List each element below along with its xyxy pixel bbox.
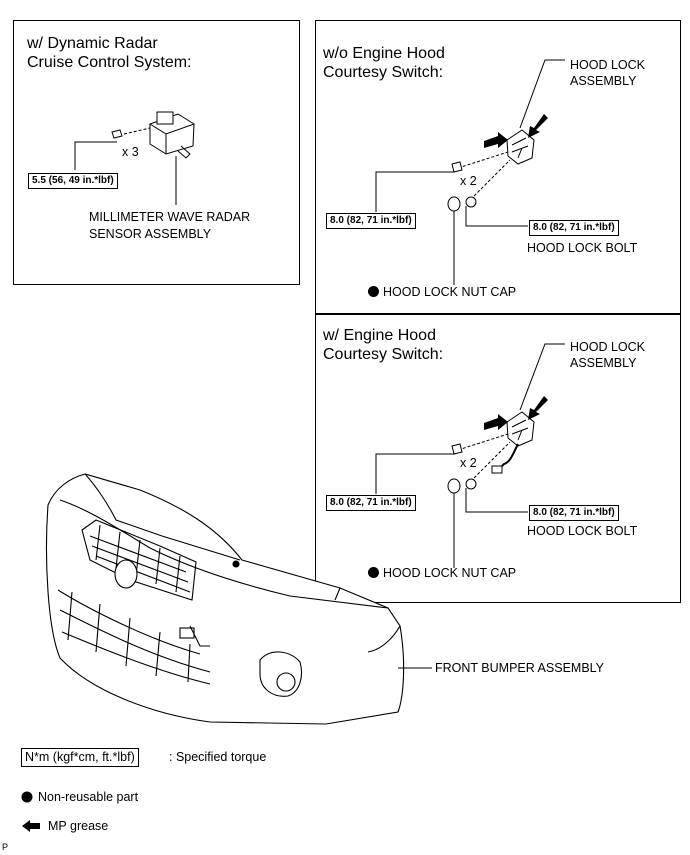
legend-nonreusable-text: Non-reusable part <box>38 790 139 804</box>
legend-nonreusable-dot <box>21 791 33 803</box>
torque-spec-left-1: 8.0 (82, 71 in.*lbf) <box>326 213 416 229</box>
assembly-guides-1 <box>457 151 511 197</box>
hood-lock-leader-2 <box>519 343 565 411</box>
radar-torque-spec: 5.5 (56, 49 in.*lbf) <box>28 173 118 189</box>
without-switch-title-line2: Courtesy Switch: <box>323 64 444 81</box>
grease-arrow-right-1 <box>528 114 548 138</box>
torque-spec-right-2: 8.0 (82, 71 in.*lbf) <box>529 505 619 521</box>
hood-lock-multiplier-1: x 2 <box>460 174 477 188</box>
hood-lock-drawing-1 <box>506 129 535 165</box>
nut-cap-label-1-text: HOOD LOCK NUT CAP <box>383 285 517 299</box>
nut-cap-icon-1 <box>447 196 461 212</box>
torque-spec-right-1: 8.0 (82, 71 in.*lbf) <box>529 220 619 236</box>
corner-mark: P <box>2 842 9 852</box>
grease-arrow-left-1 <box>484 132 508 148</box>
radar-sensor-drawing <box>123 111 195 159</box>
torque-right-leader-2 <box>465 488 528 513</box>
nut-cap-label-2: HOOD LOCK NUT CAP <box>368 566 516 581</box>
nut-cap-label-1: HOOD LOCK NUT CAP <box>368 285 516 300</box>
grease-arrow-left-2 <box>484 414 508 430</box>
hood-lock-bolt-label-1: HOOD LOCK BOLT <box>527 241 638 255</box>
nut-cap-label-2-text: HOOD LOCK NUT CAP <box>383 566 517 580</box>
bolt-icon-1 <box>465 196 477 208</box>
hood-lock-label-2-line1: HOOD LOCK <box>570 340 646 354</box>
radar-part-label-line2: SENSOR ASSEMBLY <box>89 227 212 241</box>
hood-lock-multiplier-2: x 2 <box>460 456 477 470</box>
legend-torque-unit: N*m (kgf*cm, ft.*lbf) <box>21 748 139 767</box>
radar-multiplier: x 3 <box>122 145 139 159</box>
grease-arrow-right-2 <box>528 396 548 420</box>
with-switch-title-line2: Courtesy Switch: <box>323 346 444 363</box>
hood-lock-label-1-line2: ASSEMBLY <box>570 74 637 88</box>
courtesy-switch-wire <box>497 443 519 471</box>
nonreusable-dot-1 <box>368 286 379 297</box>
front-bumper-drawing <box>45 473 405 725</box>
radar-panel-title-line1: w/ Dynamic Radar <box>27 35 158 52</box>
hood-lock-bolt-icon-2 <box>451 443 463 455</box>
torque-right-leader-1 <box>465 206 528 227</box>
torque-spec-left-2: 8.0 (82, 71 in.*lbf) <box>326 495 416 511</box>
hood-lock-label-2-line2: ASSEMBLY <box>570 356 637 370</box>
courtesy-switch-connector <box>491 465 503 474</box>
radar-torque-leader <box>74 141 117 170</box>
bolt-icon-2 <box>465 478 477 490</box>
hood-lock-without-switch-panel <box>315 20 681 314</box>
radar-panel <box>13 20 300 285</box>
with-switch-title-line1: w/ Engine Hood <box>323 327 436 344</box>
hood-lock-drawing-2 <box>506 411 535 447</box>
torque-left-leader-1 <box>375 171 455 212</box>
hood-lock-label-1-line1: HOOD LOCK <box>570 58 646 72</box>
hood-lock-bolt-icon-1 <box>451 161 463 173</box>
torque-left-leader-2 <box>375 453 455 494</box>
front-bumper-label: FRONT BUMPER ASSEMBLY <box>435 661 605 675</box>
hood-lock-leader-1 <box>519 59 565 129</box>
nut-cap-icon-2 <box>447 478 461 494</box>
legend-grease-text: MP grease <box>48 819 109 833</box>
assembly-guides-2 <box>457 433 511 479</box>
radar-panel-title-line2: Cruise Control System: <box>27 54 192 71</box>
nonreusable-dot-2 <box>368 567 379 578</box>
hood-lock-bolt-label-2: HOOD LOCK BOLT <box>527 524 638 538</box>
radar-part-label-line1: MILLIMETER WAVE RADAR <box>89 210 251 224</box>
without-switch-title-line1: w/o Engine Hood <box>323 45 445 62</box>
legend-torque-text: : Specified torque <box>169 750 267 764</box>
legend-grease-arrow <box>22 820 40 832</box>
radar-bolt-icon <box>111 129 123 139</box>
